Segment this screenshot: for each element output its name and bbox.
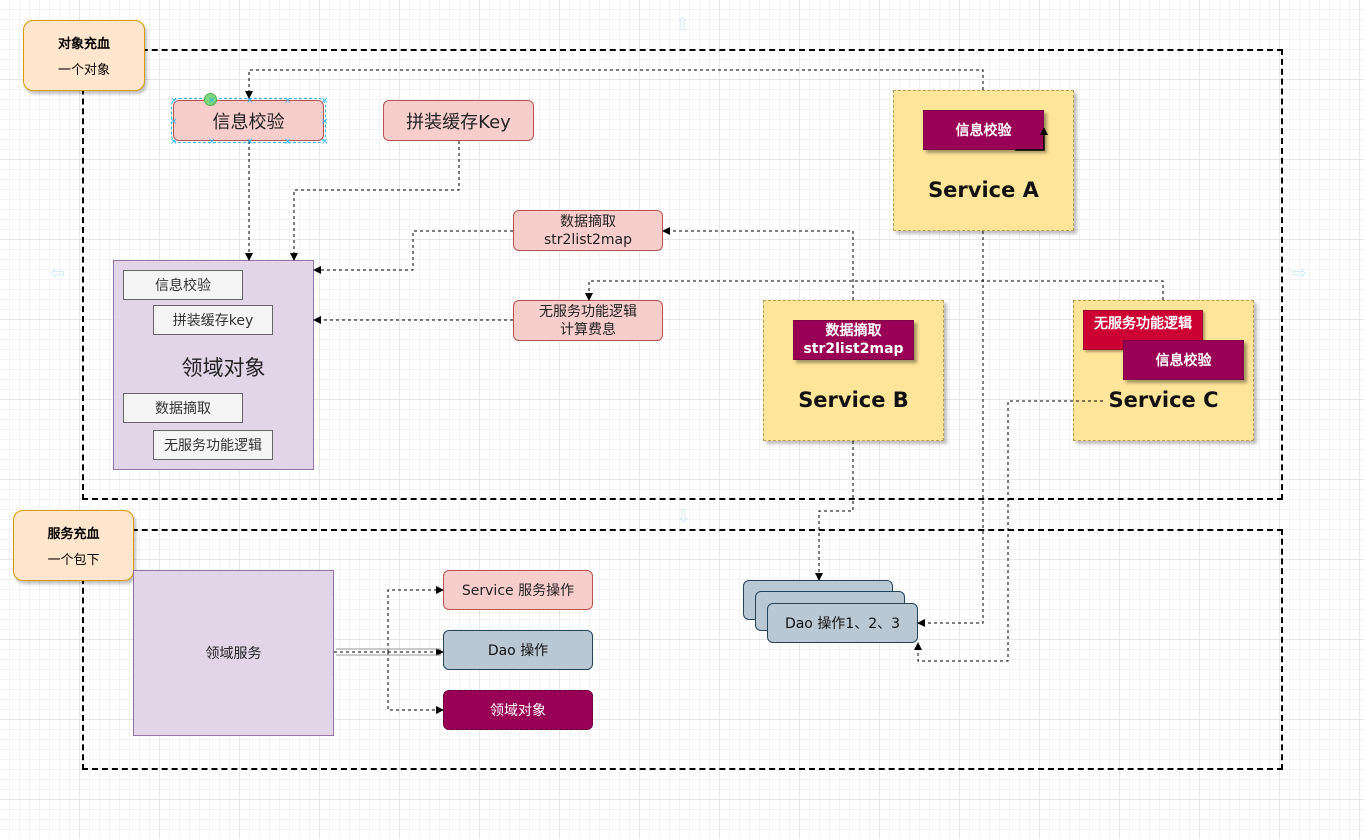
domain-item-label: 数据摘取 — [155, 401, 211, 417]
object-group-container[interactable] — [82, 49, 1283, 500]
data-extract-box[interactable]: 数据摘取 str2list2map — [513, 210, 663, 251]
service-c-mag-label: 信息校验 — [1155, 353, 1212, 369]
non-service-line1: 无服务功能逻辑 — [539, 303, 637, 320]
service-b-data-extract[interactable]: 数据摘取 str2list2map — [793, 320, 914, 360]
non-service-line2: 计算费息 — [560, 321, 616, 338]
domain-object-title: 领域对象 — [113, 350, 334, 384]
service-c-red-label: 无服务功能逻辑 — [1094, 316, 1192, 332]
data-extract-line1: 数据摘取 — [560, 213, 616, 230]
service-c-title: Service C — [1073, 385, 1254, 415]
domain-service-label: 领域服务 — [205, 646, 262, 662]
note-subtitle: 一个对象 — [57, 63, 110, 79]
domain-item-info-check[interactable]: 信息校验 — [123, 270, 243, 300]
canvas-arrow-right-icon: ⇨ — [1292, 263, 1308, 284]
canvas-arrow-down-icon: ⇩ — [676, 506, 692, 527]
service-group-container[interactable] — [82, 529, 1283, 770]
domain-item-label: 信息校验 — [155, 278, 211, 294]
service-c-info-check[interactable]: 信息校验 — [1123, 340, 1244, 380]
domain-item-label: 无服务功能逻辑 — [164, 438, 262, 454]
domain-item-label: 拼装缓存key — [172, 313, 254, 329]
service-c-title-text: Service C — [1108, 388, 1219, 412]
domain-item-non-service[interactable]: 无服务功能逻辑 — [153, 430, 273, 460]
info-check-box[interactable]: 信息校验 — [171, 98, 326, 143]
dao-op-label: Dao 操作 — [487, 643, 549, 659]
domain-object-small-box[interactable]: 领域对象 — [443, 690, 593, 730]
dao-op-box[interactable]: Dao 操作 — [443, 630, 593, 670]
service-b-inner-line1: 数据摘取 — [825, 323, 882, 339]
note-service-enrich[interactable]: 服务充血 一个包下 — [13, 510, 134, 581]
service-b-title-text: Service B — [798, 388, 909, 412]
info-check-label: 信息校验 — [212, 111, 285, 133]
selection-handle-icon[interactable] — [204, 93, 217, 106]
service-a-inner-label: 信息校验 — [955, 123, 1012, 139]
service-op-box[interactable]: Service 服务操作 — [443, 570, 593, 610]
service-b-title: Service B — [763, 385, 944, 415]
service-a-title-text: Service A — [928, 178, 1039, 202]
cache-key-label: 拼装缓存Key — [406, 111, 511, 133]
canvas-arrow-up-icon: ⇧ — [675, 14, 691, 35]
canvas-arrow-left-icon: ⇦ — [50, 263, 66, 284]
service-b-inner-line2: str2list2map — [803, 341, 904, 357]
dao-stack-label: Dao 操作1、2、3 — [784, 616, 901, 632]
non-service-logic-box[interactable]: 无服务功能逻辑 计算费息 — [513, 300, 663, 341]
domain-item-data-extract[interactable]: 数据摘取 — [123, 393, 243, 423]
domain-object-small-label: 领域对象 — [490, 703, 546, 719]
domain-object-title-text: 领域对象 — [181, 356, 266, 380]
cache-key-box[interactable]: 拼装缓存Key — [383, 100, 534, 141]
note-object-enrich[interactable]: 对象充血 一个对象 — [23, 20, 145, 91]
service-op-label: Service 服务操作 — [461, 583, 575, 599]
note-title: 服务充血 — [47, 526, 100, 542]
domain-item-cache-key[interactable]: 拼装缓存key — [153, 305, 273, 335]
service-a-title: Service A — [893, 175, 1074, 205]
data-extract-line2: str2list2map — [543, 231, 633, 248]
service-a-info-check[interactable]: 信息校验 — [923, 110, 1044, 150]
note-title: 对象充血 — [57, 36, 110, 52]
note-subtitle: 一个包下 — [47, 553, 100, 569]
dao-stack-front[interactable]: Dao 操作1、2、3 — [767, 603, 918, 643]
domain-service-box[interactable]: 领域服务 — [133, 570, 334, 736]
